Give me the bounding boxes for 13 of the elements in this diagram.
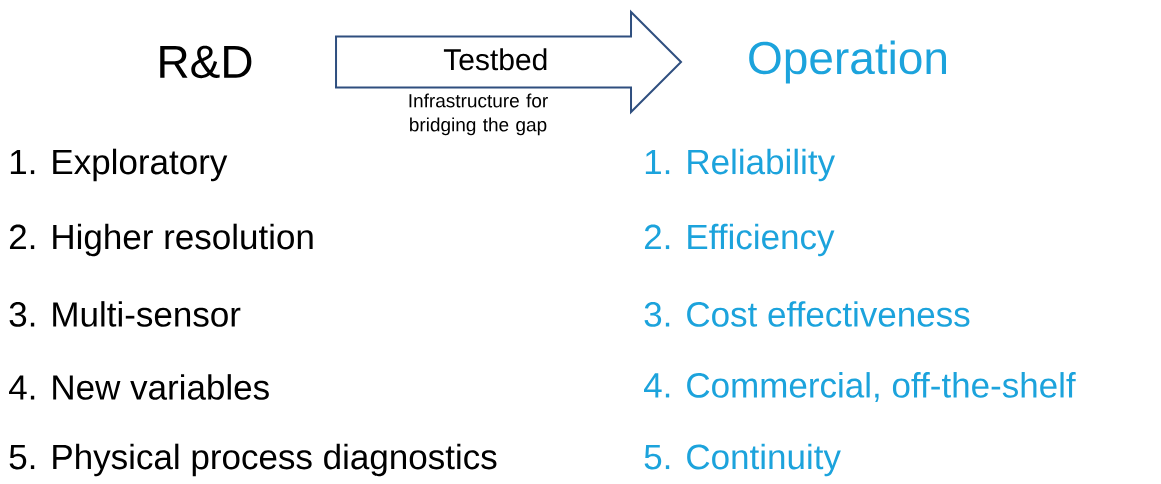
list-item: 5. Physical process diagnostics [9, 443, 497, 477]
list-item: 2. Higher resolution [9, 223, 313, 257]
list-item: 3. Cost effectiveness [644, 301, 970, 327]
list-item: 1. Exploratory [10, 148, 228, 182]
list-item: 2. Efficiency [644, 223, 835, 257]
list-item: 1. Reliability [645, 148, 835, 182]
heading: Operation [749, 40, 946, 84]
list-item: 5. Continuity [644, 443, 841, 477]
subtitle: Infrastructure for bridging the gap [409, 93, 548, 136]
list-item: 4. Commercial, off-the-shelf [644, 372, 1076, 402]
heading: R&D [160, 45, 252, 79]
list-item: 4. New variables [9, 374, 269, 400]
list-item: 3. Multi-sensor [9, 301, 241, 327]
